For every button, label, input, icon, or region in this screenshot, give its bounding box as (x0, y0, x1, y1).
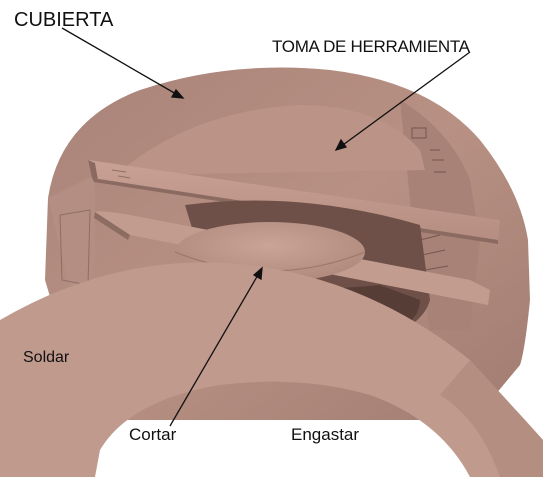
label-cortar: Cortar (129, 425, 177, 444)
cortar-arrow (169, 267, 263, 427)
label-cubierta: CUBIERTA (14, 9, 114, 31)
front-arch (0, 262, 543, 477)
toma-arrow (335, 51, 471, 151)
left-side-panel (48, 175, 95, 290)
label-toma-de-herramienta: TOMA DE HERRAMIENTA (272, 37, 470, 56)
cubierta-arrow (61, 27, 184, 99)
label-soldar: Soldar (23, 349, 70, 366)
annotation-arrows (61, 27, 471, 427)
label-engastar: Engastar (291, 425, 360, 444)
inner-shell (128, 105, 425, 175)
